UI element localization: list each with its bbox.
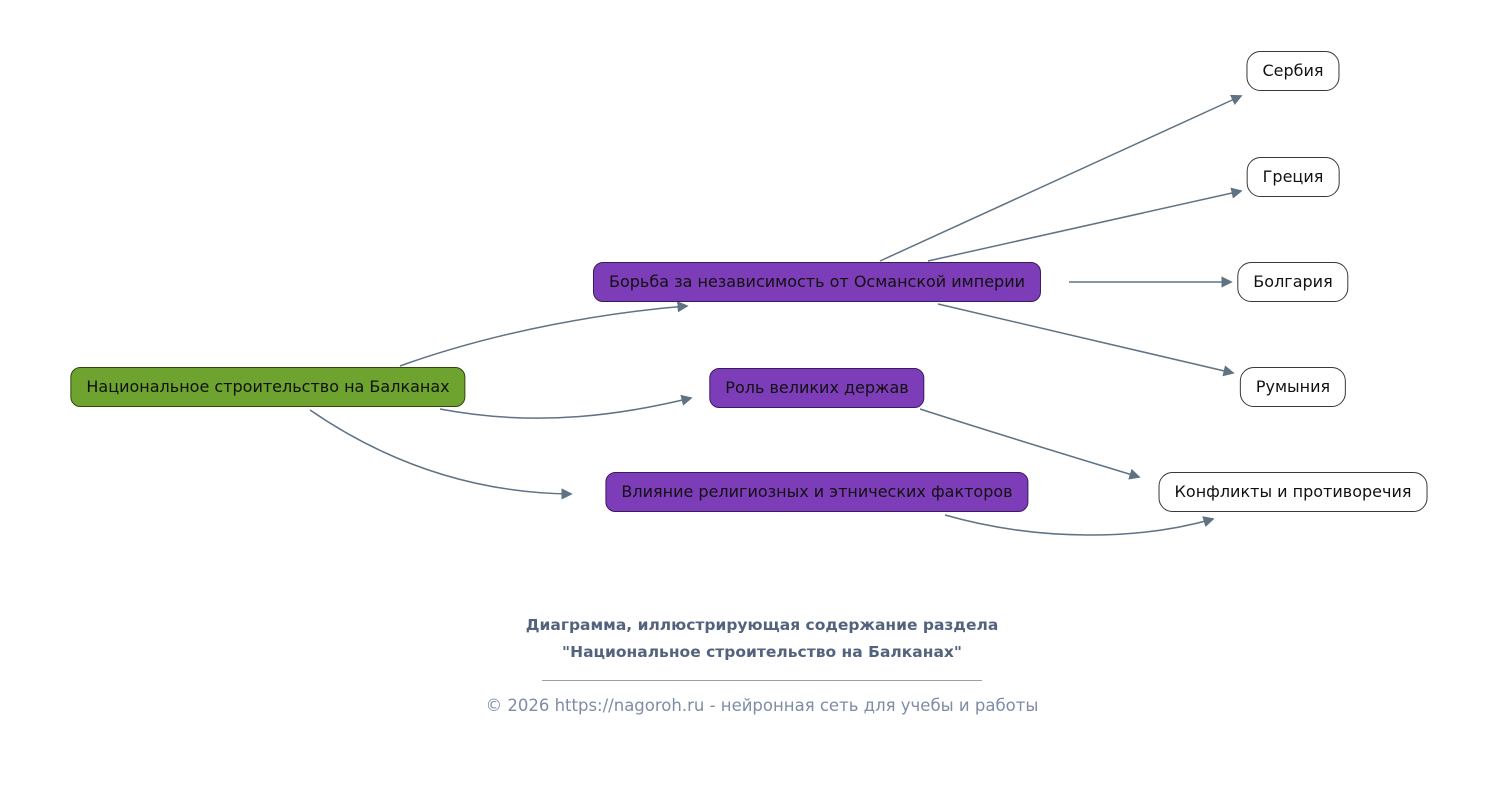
diagram-caption-line1: Диаграмма, иллюстрирующая содержание раз… [525, 616, 999, 634]
edge-branch1-leaf1 [879, 94, 1243, 262]
edge-branch1-leaf2 [927, 187, 1243, 262]
node-leaf-conflicts: Конфликты и противоречия [1158, 472, 1428, 512]
node-leaf-greece: Греция [1246, 157, 1340, 197]
node-leaf-bulgaria: Болгария [1237, 262, 1349, 302]
edge-root-branch2 [439, 394, 693, 419]
diagram-caption-line2: "Национальное строительство на Балканах" [562, 643, 962, 662]
node-leaf-romania: Румыния [1239, 367, 1347, 407]
edge-branch3-leaf5 [944, 514, 1215, 536]
copyright-text: © 2026 https://nagoroh.ru - нейронная се… [485, 696, 1039, 716]
footer: Диаграмма, иллюстрирующая содержание раз… [312, 612, 1212, 715]
node-branch-great-powers: Роль великих держав [709, 368, 925, 408]
node-leaf-serbia: Сербия [1246, 51, 1340, 91]
node-branch-independence: Борьба за независимость от Османской имп… [592, 262, 1042, 302]
edge-root-branch3 [309, 409, 573, 500]
node-branch-religious-ethnic: Влияние религиозных и этнических факторо… [605, 472, 1029, 512]
node-root: Национальное строительство на Балканах [70, 367, 466, 407]
edge-branch2-leaf5 [919, 408, 1141, 480]
edge-root-branch1 [399, 301, 689, 367]
footer-divider [542, 680, 982, 682]
edge-branch1-leaf4 [937, 303, 1235, 377]
